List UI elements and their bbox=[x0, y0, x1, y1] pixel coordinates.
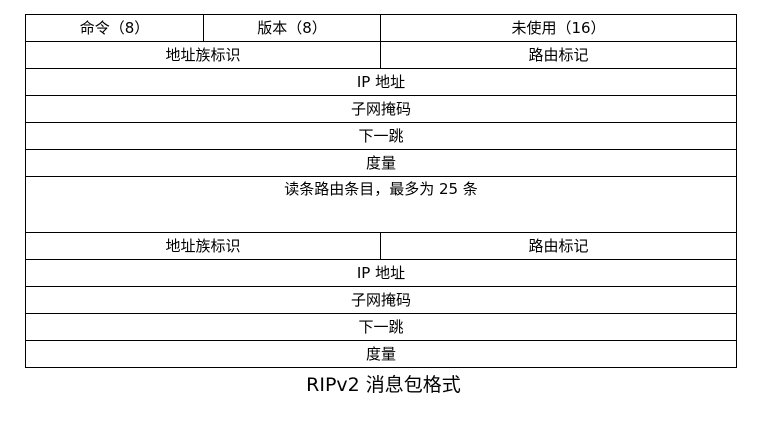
route-entry-row: 下一跳 bbox=[25, 122, 737, 150]
route-entry-row: 下一跳 bbox=[25, 313, 737, 341]
metric-field: 度量 bbox=[25, 340, 737, 368]
route-entry-row: IP 地址 bbox=[25, 68, 737, 96]
subnet-mask-field: 子网掩码 bbox=[25, 95, 737, 123]
route-entry-row: 度量 bbox=[25, 340, 737, 368]
version-field: 版本（8） bbox=[203, 14, 381, 42]
address-family-field: 地址族标识 bbox=[25, 41, 381, 69]
next-hop-field: 下一跳 bbox=[25, 313, 737, 341]
route-tag-field: 路由标记 bbox=[380, 41, 737, 69]
route-entry-row: 子网掩码 bbox=[25, 95, 737, 123]
ip-address-field: IP 地址 bbox=[25, 259, 737, 287]
route-entry-repeat-note: 读条路由条目，最多为 25 条 bbox=[25, 176, 737, 233]
repeat-note-row: 读条路由条目，最多为 25 条 bbox=[25, 176, 737, 233]
address-family-field: 地址族标识 bbox=[25, 232, 381, 260]
metric-field: 度量 bbox=[25, 149, 737, 177]
route-entry-row: 地址族标识 路由标记 bbox=[25, 41, 737, 69]
ripv2-packet-table: 命令（8） 版本（8） 未使用（16） 地址族标识 路由标记 IP 地址 子网掩… bbox=[25, 14, 737, 368]
route-entry-row: 子网掩码 bbox=[25, 286, 737, 314]
command-field: 命令（8） bbox=[25, 14, 204, 42]
ip-address-field: IP 地址 bbox=[25, 68, 737, 96]
header-row: 命令（8） 版本（8） 未使用（16） bbox=[25, 14, 737, 42]
subnet-mask-field: 子网掩码 bbox=[25, 286, 737, 314]
route-entry-row: IP 地址 bbox=[25, 259, 737, 287]
route-entry-row: 度量 bbox=[25, 149, 737, 177]
route-tag-field: 路由标记 bbox=[380, 232, 737, 260]
unused-field: 未使用（16） bbox=[380, 14, 737, 42]
route-entry-row: 地址族标识 路由标记 bbox=[25, 232, 737, 260]
figure-caption: RIPv2 消息包格式 bbox=[306, 374, 461, 396]
next-hop-field: 下一跳 bbox=[25, 122, 737, 150]
